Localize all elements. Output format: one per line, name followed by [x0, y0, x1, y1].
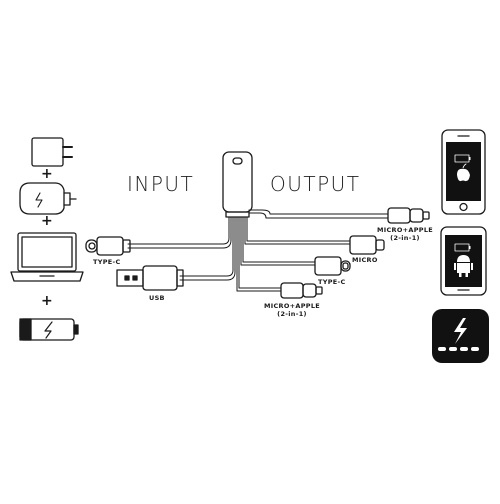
- micro-apple-top-label: MICRO+APPLE (2-in-1): [374, 226, 436, 242]
- wall-charger-icon: [31, 137, 73, 167]
- laptop-icon: [10, 232, 84, 282]
- micro-apple-bottom-label-line2: (2-in-1): [277, 310, 307, 318]
- iphone-icon: [441, 129, 486, 215]
- plus-sign-2: +: [41, 213, 53, 229]
- cables: [127, 209, 389, 292]
- micro-output-label: MICRO: [352, 256, 378, 264]
- typec-input-label: TYPE-C: [93, 258, 121, 266]
- cable-hub: [222, 151, 253, 218]
- output-label: OUTPUT: [270, 172, 361, 196]
- micro-apple-top-label-line2: (2-in-1): [390, 234, 420, 242]
- typec-output-label: TYPE-C: [318, 278, 346, 286]
- typec-input-connector: [85, 236, 131, 256]
- micro-apple-top-label-line1: MICRO+APPLE: [376, 226, 434, 234]
- car-charger-icon: [19, 182, 77, 215]
- typec-output-connector: [314, 256, 351, 276]
- power-bank-icon: [432, 309, 489, 363]
- plus-sign-1: +: [41, 166, 53, 182]
- micro-apple-bottom-label: MICRO+APPLE (2-in-1): [256, 302, 328, 318]
- micro-output-connector: [349, 235, 385, 255]
- micro-apple-bottom-connector: [280, 282, 323, 299]
- plus-sign-3: +: [41, 293, 53, 309]
- micro-apple-top-connector: [387, 207, 430, 224]
- micro-apple-bottom-label-line1: MICRO+APPLE: [263, 302, 321, 310]
- battery-icon: [19, 318, 79, 341]
- input-label: INPUT: [127, 172, 195, 196]
- usb-label: USB: [149, 294, 165, 302]
- usb-connector: [116, 265, 184, 291]
- android-phone-icon: [440, 226, 487, 296]
